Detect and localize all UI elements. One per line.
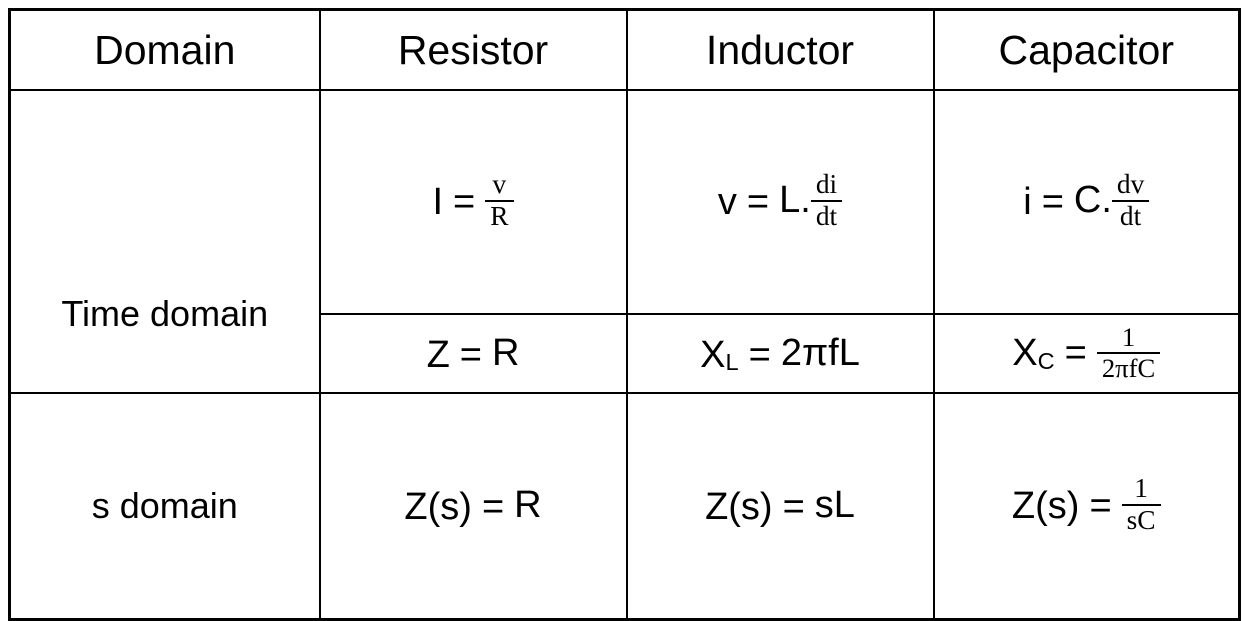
s-domain-row: s domain Z(s)=R Z(s)=sL Z(s)= 1 bbox=[8, 392, 1241, 621]
column-header-resistor: Resistor bbox=[318, 8, 628, 91]
fraction-denominator: R bbox=[490, 201, 509, 232]
equation-lhs: X bbox=[1012, 332, 1038, 375]
equation-lhs: X bbox=[700, 333, 726, 376]
equation-lhs: i bbox=[1023, 181, 1032, 223]
fraction-di-over-dt: di dt bbox=[810, 170, 843, 232]
cell-time-domain-resistor: I= v R bbox=[318, 89, 628, 315]
cell-s-domain-resistor: Z(s)=R bbox=[318, 392, 628, 621]
row-header-time-domain: Time domain bbox=[8, 89, 321, 394]
equation-capacitive-reactance: XC = 1 2πfC bbox=[1012, 323, 1161, 383]
equation-lhs: Z bbox=[426, 333, 450, 376]
fraction-numerator: v bbox=[485, 170, 514, 203]
equation-subscript: C bbox=[1037, 347, 1055, 374]
column-header-domain: Domain bbox=[8, 8, 321, 91]
equation-operator: = bbox=[1064, 332, 1087, 375]
fraction-numerator: dv bbox=[1111, 170, 1150, 203]
row-header-s-domain-label: s domain bbox=[91, 485, 238, 526]
table-header-row: Domain Resistor Inductor Capacitor bbox=[8, 8, 1241, 91]
equation-lhs: I bbox=[432, 181, 444, 223]
equation-operator: = bbox=[748, 333, 771, 376]
cell-reactance-inductor: XL =2πfL bbox=[625, 313, 935, 394]
equation-inductor-s-impedance: Z(s)=sL bbox=[705, 486, 855, 526]
fraction-v-over-r: v R bbox=[485, 170, 514, 232]
equation-rhs: R bbox=[491, 331, 520, 374]
equation-inductive-reactance: XL =2πfL bbox=[700, 334, 860, 374]
fraction-denominator: dt bbox=[815, 201, 838, 232]
equation-lhs: Z(s) bbox=[705, 485, 773, 528]
equation-inductor-voltage: v=L. di dt bbox=[717, 170, 843, 232]
equation-operator: = bbox=[453, 181, 476, 223]
equation-table-container: Domain Resistor Inductor Capacitor Time … bbox=[8, 8, 1241, 621]
equation-coefficient: L. bbox=[779, 179, 811, 222]
time-domain-differential-row: Time domain I= v R v=L. di dt bbox=[8, 89, 1241, 394]
equation-operator: = bbox=[1089, 485, 1112, 527]
equation-lhs: Z(s) bbox=[1011, 485, 1080, 527]
equation-coefficient: C. bbox=[1073, 179, 1112, 222]
column-header-domain-label: Domain bbox=[94, 26, 236, 73]
fraction-one-over-sc: 1 sC bbox=[1121, 474, 1161, 536]
cell-s-domain-inductor: Z(s)=sL bbox=[625, 392, 935, 621]
fraction-numerator: 1 bbox=[1121, 474, 1161, 507]
fraction-numerator: di bbox=[810, 170, 843, 203]
equation-resistor-ohms-law: I= v R bbox=[432, 170, 514, 232]
equation-operator: = bbox=[782, 485, 805, 528]
equation-resistor-s-impedance: Z(s)=R bbox=[404, 486, 541, 526]
column-header-resistor-label: Resistor bbox=[397, 26, 549, 73]
fraction-denominator: sC bbox=[1126, 505, 1156, 536]
equation-capacitor-s-impedance: Z(s)= 1 sC bbox=[1011, 474, 1161, 536]
column-header-inductor: Inductor bbox=[625, 8, 935, 91]
equation-rhs: 2πfL bbox=[780, 331, 860, 374]
fraction-denominator: 2πfC bbox=[1101, 352, 1156, 383]
row-header-time-domain-label: Time domain bbox=[61, 292, 269, 334]
equation-capacitor-current: i=C. dv dt bbox=[1023, 170, 1150, 232]
impedance-reference-table: Domain Resistor Inductor Capacitor Time … bbox=[8, 8, 1241, 621]
cell-reactance-capacitor: XC = 1 2πfC bbox=[932, 313, 1241, 394]
time-domain-reactance-row: Z=R XL=2πfL XC= 1 2πfC bbox=[10, 313, 1241, 394]
column-header-capacitor-label: Capacitor bbox=[998, 26, 1174, 73]
fraction-numerator: 1 bbox=[1096, 323, 1161, 354]
column-header-inductor-label: Inductor bbox=[705, 26, 855, 73]
cell-reactance-resistor: Z=R bbox=[318, 313, 628, 394]
equation-lhs: Z(s) bbox=[404, 485, 472, 528]
equation-operator: = bbox=[459, 333, 482, 376]
row-header-s-domain: s domain bbox=[8, 392, 321, 621]
cell-time-domain-capacitor: i=C. dv dt bbox=[932, 89, 1241, 315]
fraction-denominator: dt bbox=[1119, 201, 1142, 232]
equation-operator: = bbox=[746, 181, 770, 223]
equation-operator: = bbox=[1041, 181, 1064, 223]
equation-operator: = bbox=[481, 485, 505, 528]
cell-time-domain-inductor: v=L. di dt bbox=[625, 89, 935, 315]
column-header-capacitor: Capacitor bbox=[932, 8, 1241, 91]
equation-rhs: sL bbox=[814, 484, 855, 527]
fraction-dv-over-dt: dv dt bbox=[1111, 170, 1150, 232]
equation-rhs: R bbox=[514, 484, 542, 527]
cell-s-domain-capacitor: Z(s)= 1 sC bbox=[932, 392, 1241, 621]
equation-lhs: v bbox=[717, 181, 737, 223]
equation-subscript: L bbox=[725, 348, 739, 375]
fraction-one-over-2pifc: 1 2πfC bbox=[1096, 323, 1161, 383]
equation-resistor-impedance: Z=R bbox=[427, 334, 520, 374]
